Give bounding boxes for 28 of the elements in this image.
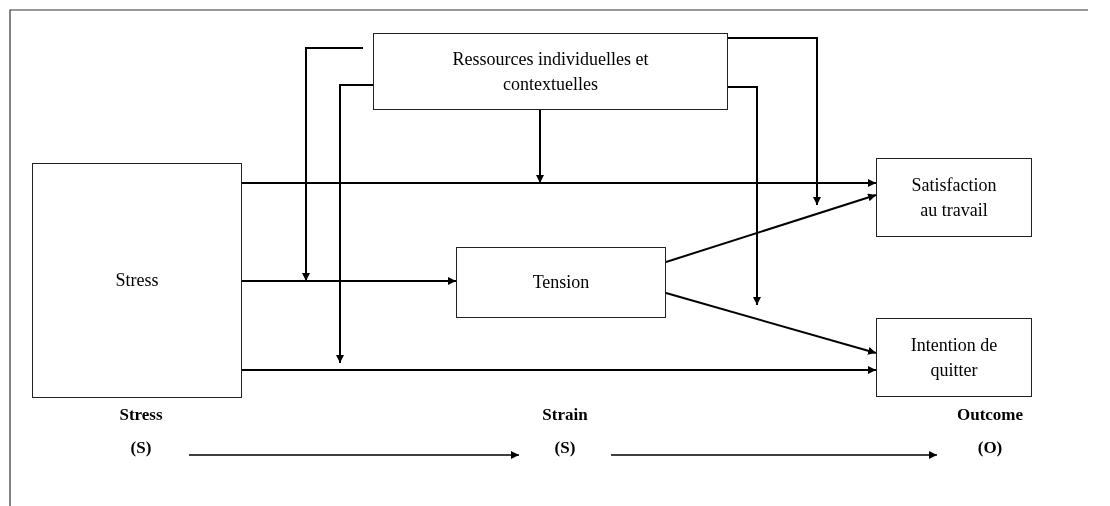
arrow [665,193,877,263]
stage-label: (S) [553,437,577,459]
arrow [188,451,520,459]
process-box [373,33,728,110]
box-label: Tension [532,271,590,295]
stage-label: Strain [541,404,589,426]
box-label: Satisfaction au travail [910,173,998,222]
box-label: Stress [115,269,159,293]
stage-label: Stress [118,404,164,426]
arrow [241,179,877,187]
box-label: Intention de quitter [909,333,999,382]
arrow [241,366,877,374]
process-box [876,318,1032,397]
arrow [727,86,761,306]
process-box [32,163,242,398]
arrow [336,84,374,364]
arrow [610,451,938,459]
stage-label: (O) [976,437,1004,459]
arrow [302,47,364,282]
process-box [876,158,1032,237]
stage-label: (S) [129,437,153,459]
arrow [241,277,457,285]
process-box [456,247,666,318]
box-label: Ressources individuelles et contextuelles [451,47,650,96]
stage-label: Outcome [955,404,1025,426]
arrow [536,109,544,184]
arrow [665,292,877,355]
arrow [727,37,821,206]
